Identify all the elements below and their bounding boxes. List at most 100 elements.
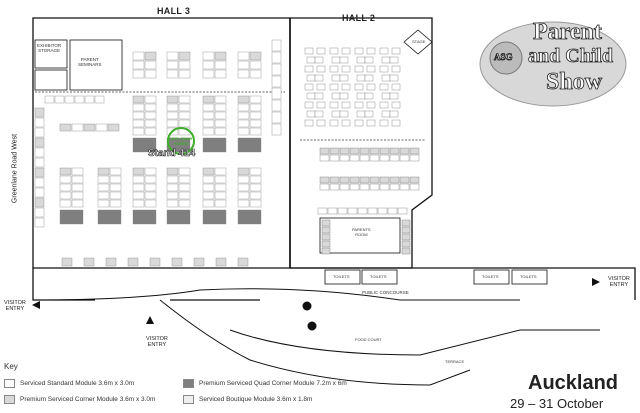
booth-module xyxy=(144,127,157,136)
booth-quad xyxy=(202,209,227,225)
hall2-stall xyxy=(359,147,370,155)
key-swatch xyxy=(183,395,194,404)
booth-module xyxy=(132,69,145,79)
booth-module xyxy=(237,69,250,79)
booth-module xyxy=(94,95,105,104)
booth-module xyxy=(178,183,191,192)
booth-module xyxy=(144,119,157,128)
logo-line2: and Child xyxy=(528,45,614,67)
booth-module xyxy=(166,60,179,70)
hall2-stall xyxy=(321,247,331,255)
booth-module xyxy=(144,183,157,192)
booth-module xyxy=(237,257,249,267)
event-dates: 29 – 31 October xyxy=(510,396,604,411)
hall-3-label: HALL 3 xyxy=(157,6,191,16)
hall2-stall xyxy=(387,207,398,215)
booth-module xyxy=(249,103,262,112)
booth-module xyxy=(202,183,215,192)
hall2-stall xyxy=(341,101,351,109)
hall2-stall xyxy=(356,74,366,82)
booth-module xyxy=(178,175,191,184)
booth-quad xyxy=(237,137,262,153)
booth-module xyxy=(271,111,282,124)
hall2-stall xyxy=(389,74,399,82)
hall2-stall xyxy=(349,147,360,155)
public-concourse-label: PUBLIC CONCOURSE xyxy=(362,290,409,295)
booth-module xyxy=(34,187,45,198)
booth-module xyxy=(144,191,157,200)
booth-module xyxy=(59,175,72,184)
booth-module xyxy=(34,177,45,188)
hall-2-label: HALL 2 xyxy=(342,13,376,23)
booth-module xyxy=(144,111,157,120)
stand-414-label[interactable]: Stand 414 xyxy=(148,148,196,160)
booth-quad xyxy=(166,137,191,153)
booth-quad xyxy=(202,137,227,153)
key-label: Serviced Standard Module 3.6m x 3.0m xyxy=(20,380,135,387)
hall2-stall xyxy=(364,110,374,118)
booth-module xyxy=(237,60,250,70)
booth-module xyxy=(178,191,191,200)
booth-module xyxy=(249,69,262,79)
hall2-stall xyxy=(401,247,411,255)
hall2-stall xyxy=(337,207,348,215)
booth-module xyxy=(249,119,262,128)
booth-module xyxy=(202,111,215,120)
hall2-stall xyxy=(306,56,316,64)
hall2-stall xyxy=(357,207,368,215)
hall2-stall xyxy=(349,183,360,191)
hall2-stall xyxy=(354,83,364,91)
hall2-stall xyxy=(341,119,351,127)
booth-module xyxy=(132,60,145,70)
hall2-stall xyxy=(314,92,324,100)
hall2-stall xyxy=(339,154,350,162)
booth-module xyxy=(144,167,157,176)
key-item-boutique: Serviced Boutique Module 3.6m x 1.8m xyxy=(183,395,312,404)
booth-module xyxy=(34,197,45,208)
booth-module xyxy=(215,257,227,267)
hall2-stall xyxy=(399,147,410,155)
hall2-stall xyxy=(391,65,401,73)
key-swatch xyxy=(4,395,15,404)
booth-module xyxy=(132,111,145,120)
hall2-stall xyxy=(304,119,314,127)
hall2-stall xyxy=(347,207,358,215)
booth-quad xyxy=(97,209,122,225)
hall2-stall xyxy=(359,183,370,191)
booth-module xyxy=(271,75,282,88)
hall2-stall xyxy=(377,207,388,215)
hall2-stall xyxy=(389,147,400,155)
key-label: Premium Serviced Corner Module 3.6m x 3.… xyxy=(20,396,156,403)
key-swatch xyxy=(183,379,194,388)
hall2-stall xyxy=(304,101,314,109)
hall2-stall xyxy=(381,74,391,82)
road-label: Greenlane Road West xyxy=(11,133,19,204)
hall2-stall xyxy=(319,183,330,191)
booth-module xyxy=(59,123,72,132)
booth-module xyxy=(214,69,227,79)
booth-module xyxy=(144,69,157,79)
booth-module xyxy=(202,199,215,208)
hall2-stall xyxy=(401,233,411,241)
booth-module xyxy=(149,257,161,267)
booth-module xyxy=(132,127,145,136)
hall2-stall xyxy=(329,83,339,91)
booth-module xyxy=(202,167,215,176)
booth-module xyxy=(71,175,84,184)
hall2-stall xyxy=(366,119,376,127)
booth-module xyxy=(83,123,96,132)
hall2-stall xyxy=(319,176,330,184)
hall2-stall xyxy=(316,47,326,55)
booth-module xyxy=(202,175,215,184)
hall2-stall xyxy=(339,147,350,155)
hall2-stall xyxy=(356,92,366,100)
booth-module xyxy=(271,63,282,76)
hall2-stall xyxy=(379,119,389,127)
booth-module xyxy=(166,51,179,61)
booth-module xyxy=(34,207,45,218)
hall2-stall xyxy=(317,207,328,215)
booth-module xyxy=(214,175,227,184)
visitor-entry-right: VISITOR ENTRY xyxy=(608,276,630,288)
booth-module xyxy=(271,123,282,136)
booth-module xyxy=(59,191,72,200)
